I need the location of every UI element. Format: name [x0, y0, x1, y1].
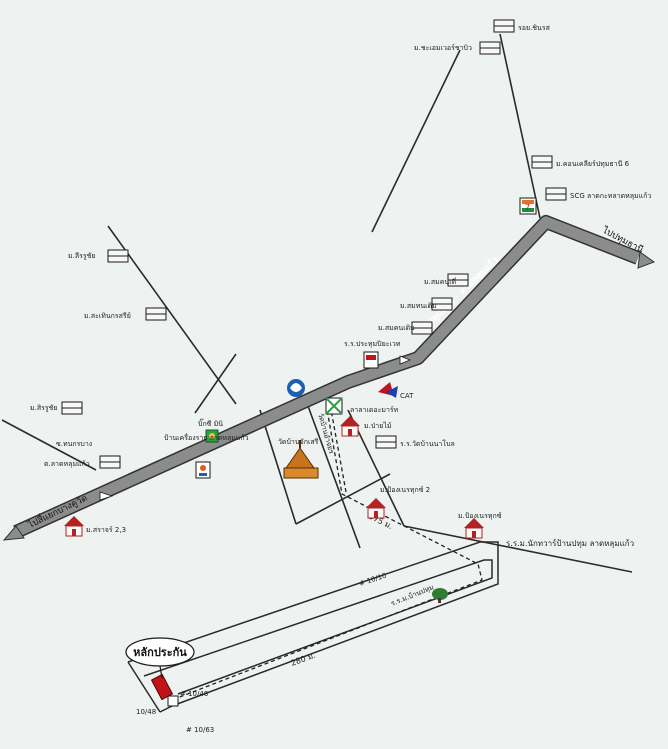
- gas-station-icon: [195, 461, 211, 479]
- poi-label: ม.ป้องเนรทุกซ์ 2: [380, 486, 430, 494]
- building-icon: [431, 297, 453, 311]
- house-icon: [464, 518, 484, 539]
- poi-label: ม.ลีรรูชัย: [68, 252, 96, 260]
- store-icon: 7: [519, 197, 537, 215]
- temple-icon: [283, 440, 319, 479]
- poi-label: ม.สิรรูชัย: [30, 404, 57, 412]
- poi-label: ม.สมคนเดี่: [424, 277, 456, 286]
- to-pathum-arrow-icon: [637, 251, 656, 269]
- building-icon: [479, 41, 501, 55]
- poi-label: ม.สมทนเดิม: [400, 302, 437, 310]
- bigc-icon: [205, 429, 219, 443]
- house-icon: [340, 416, 360, 437]
- house-1048-label: 10/48: [136, 708, 156, 716]
- bangkhen-road-label: ซ.ทนกรบาง: [56, 440, 92, 448]
- svg-text:7: 7: [525, 203, 530, 212]
- callout-bubble: [125, 637, 195, 679]
- poi-label: ม.ป่ายไม้: [364, 421, 391, 430]
- house-icons: [64, 416, 484, 539]
- poi-label: ม.สะเทินกรสรีย์: [84, 312, 131, 320]
- building-icon: [61, 401, 83, 415]
- soi-lane: [127, 541, 499, 713]
- building-icon: [411, 321, 433, 335]
- arrow-marker-icon: [99, 355, 412, 501]
- poi-label: ม.สราจร์ 2,3: [86, 526, 126, 534]
- poi-label: ร.ร.วัดบ้านนาโบล: [400, 439, 455, 448]
- building-icons: [61, 19, 567, 469]
- building-icon: [545, 187, 567, 201]
- house-1046-label: # 10/46: [180, 690, 209, 698]
- building-icon: [145, 307, 167, 321]
- building-icon: [447, 273, 469, 287]
- building-icon: [107, 249, 129, 263]
- poi-label: บิ๊กซี มินิ: [198, 418, 223, 428]
- poi-label: ลาลาเดอะมาร์ท: [350, 406, 399, 414]
- main-road: [13, 215, 641, 539]
- poi-label: ร.ร.ประทุมปิยะเวท: [344, 340, 401, 348]
- cat-logo-icon: [378, 382, 398, 398]
- building-icon: [99, 455, 121, 469]
- school-icon: [363, 351, 379, 369]
- market-icon: [325, 397, 343, 415]
- poi-label: ม.สมคนเดิม: [378, 324, 415, 332]
- uni-road-label: ร.ร.ม.นักทวาร์ป้านปทุม ลาดหลุมแก้ว: [506, 538, 634, 548]
- poi-label: SCG ลาดกะทลาดหลุมแก้ว: [570, 192, 651, 200]
- house-icon: [64, 516, 84, 537]
- building-icon: [531, 155, 553, 169]
- route-dashed: [171, 403, 483, 701]
- poi-label: รอย.ชินรส: [518, 24, 551, 32]
- callout-label: หลักประกัน: [133, 646, 187, 659]
- ptt-logo-icon: [287, 379, 305, 397]
- poi-label: ม.ป้องเนรทุกซ์: [458, 512, 502, 520]
- to-suphan-arrow-icon: [2, 525, 25, 541]
- poi-label: ม.คอนเคลียร์ปทุมธานี 6: [556, 160, 630, 168]
- building-icon: [375, 435, 397, 449]
- property-marker-icon: [150, 673, 179, 707]
- house-1063-label: # 10/63: [186, 726, 214, 734]
- building-icon: [493, 19, 515, 33]
- poi-label: วัดบ้านจักเสรี: [278, 438, 319, 446]
- house-icon: [366, 498, 386, 519]
- poi-label: ต.ลาดหลุมแก้ว: [44, 460, 90, 468]
- cat-label: CAT: [400, 392, 414, 400]
- poi-label: ม.ชะเอมเวอร์ชาบิว: [414, 44, 472, 52]
- tree-icon: [432, 588, 448, 603]
- poi-label: ป้านเครื่องราย ลาดหลุมแก้ว: [164, 433, 249, 442]
